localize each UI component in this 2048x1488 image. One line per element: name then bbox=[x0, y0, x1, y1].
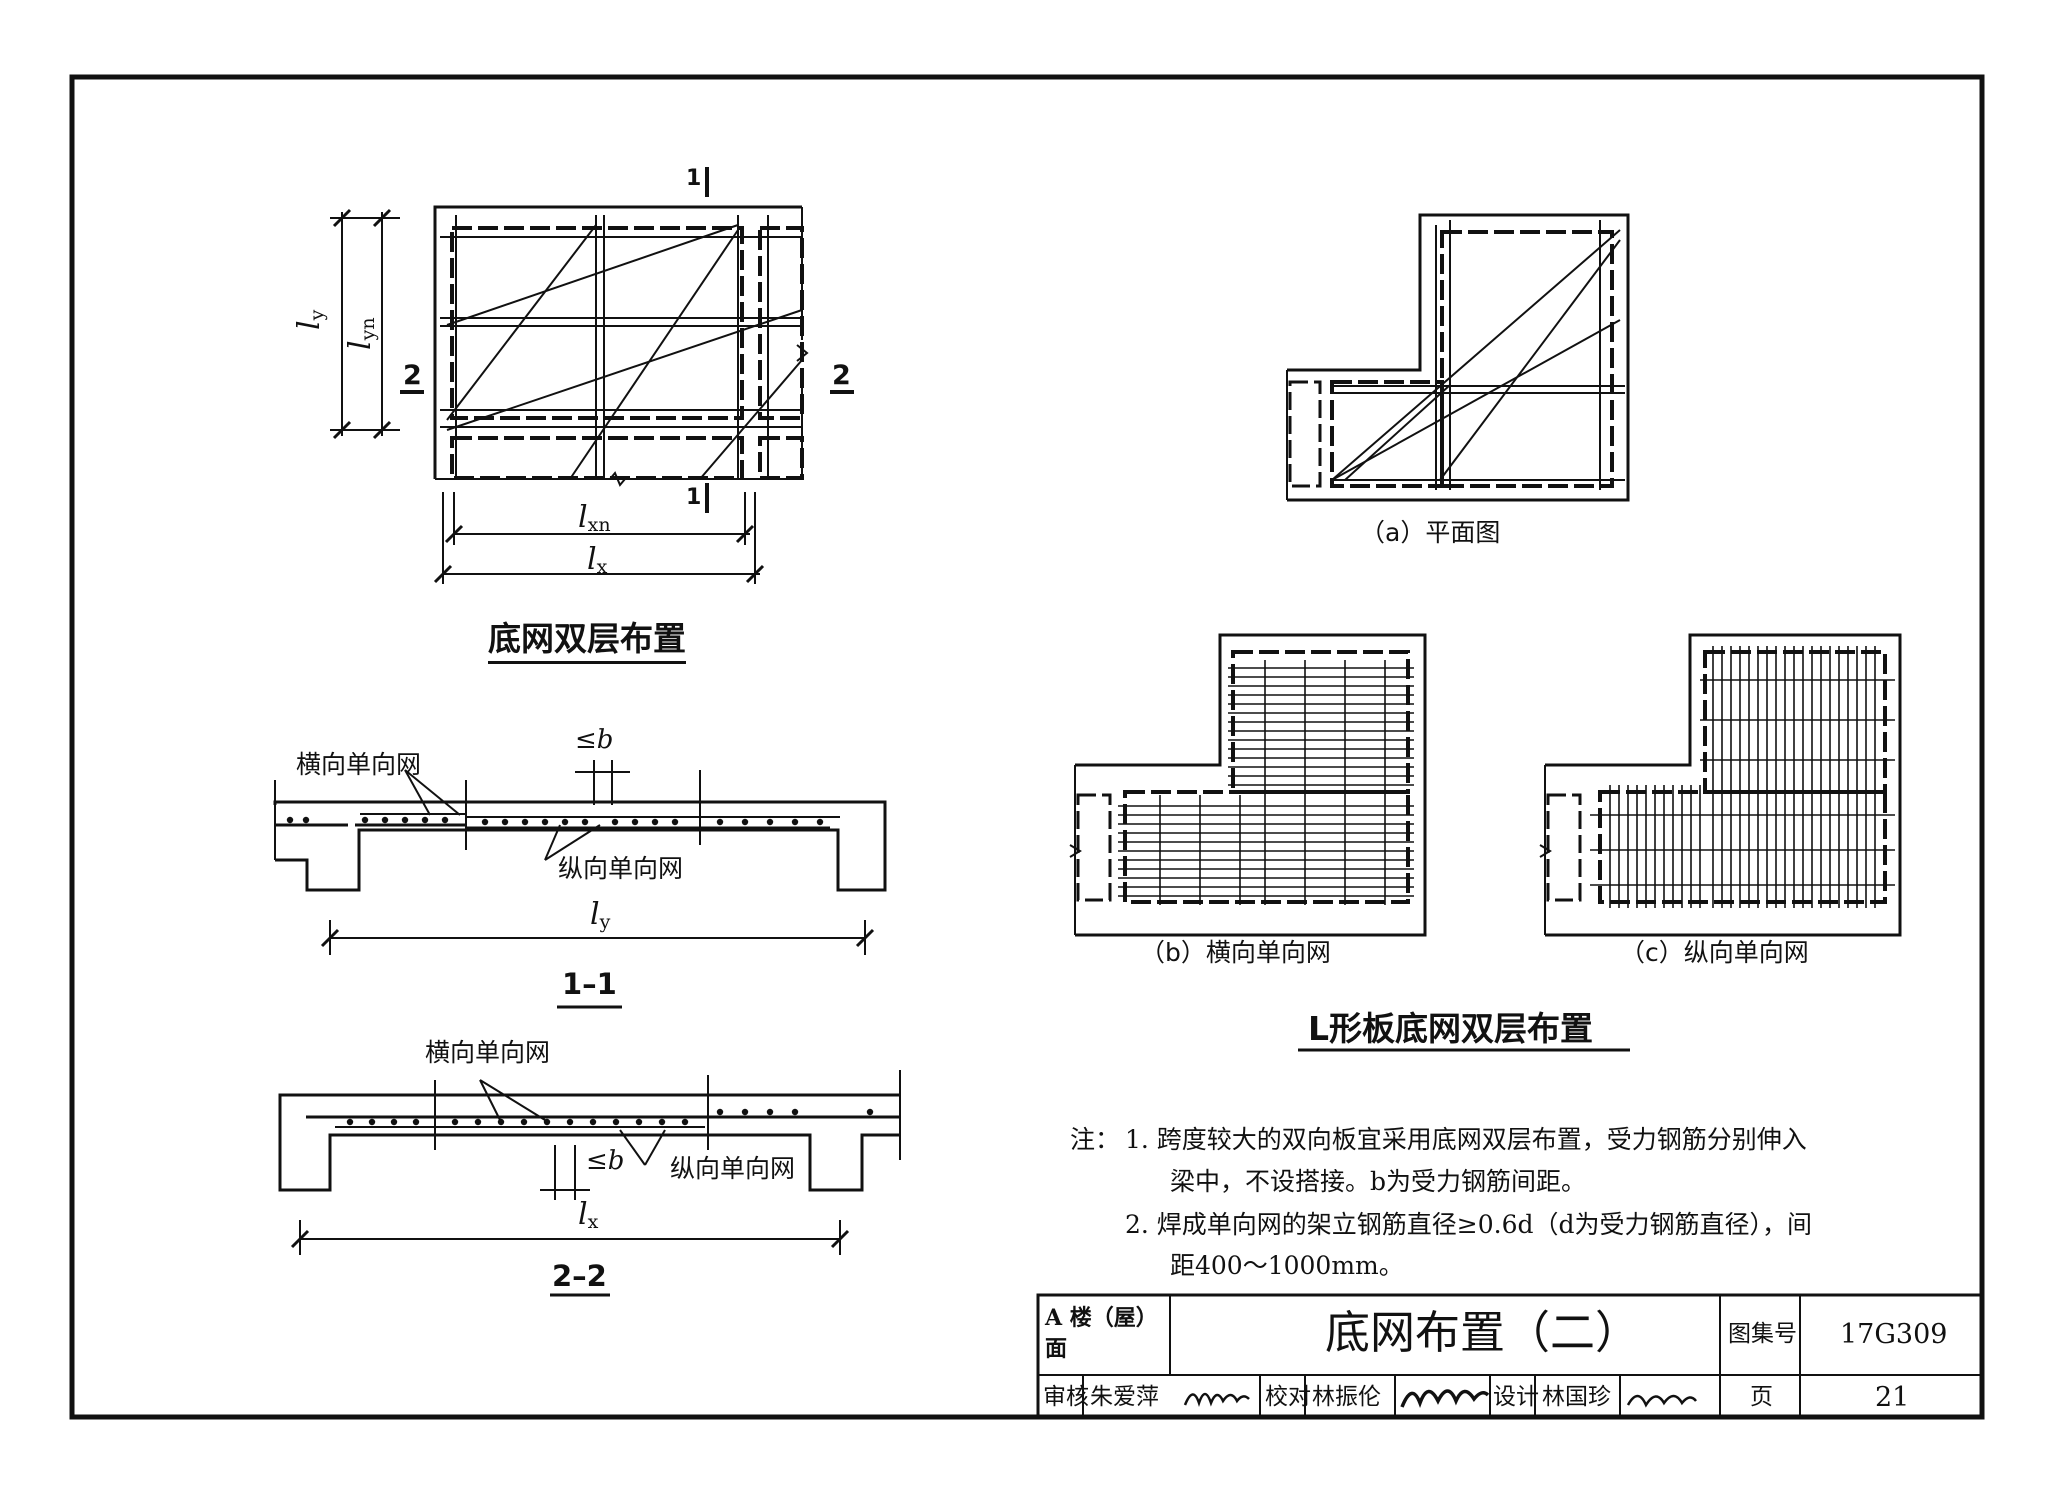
note-1-cont: 梁中，不设搭接。b为受力钢筋间距。 bbox=[1170, 1167, 1587, 1196]
dim-lx: lx bbox=[587, 542, 608, 578]
tb-category-1: A 楼（屋） bbox=[1045, 1305, 1158, 1331]
section-2-rebar-dots bbox=[346, 1108, 874, 1126]
note-2-cont: 距400～1000mm。 bbox=[1170, 1251, 1404, 1280]
section-2-label-longitudinal: 纵向单向网 bbox=[670, 1154, 796, 1183]
tb-checker: 林振伦 bbox=[1312, 1384, 1381, 1410]
l-slab-plan-a bbox=[1286, 213, 1630, 502]
section-1-label-longitudinal: 纵向单向网 bbox=[558, 854, 684, 883]
plan-top-drawing bbox=[330, 167, 854, 584]
tb-designer: 林国珍 bbox=[1542, 1384, 1611, 1410]
section-1-label-transverse: 横向单向网 bbox=[296, 750, 422, 779]
longitudinal-bars-c bbox=[1590, 646, 1895, 908]
tb-reviewer: 朱爱萍 bbox=[1090, 1384, 1159, 1410]
section-2-drawing bbox=[278, 1070, 901, 1297]
dim-ly: ly bbox=[292, 309, 328, 330]
transverse-bars-b bbox=[1118, 660, 1414, 905]
dim-lxn: lxn bbox=[578, 500, 611, 536]
tb-check-label: 校对 bbox=[1265, 1384, 1311, 1410]
section-2-dim-lx: lx bbox=[578, 1197, 599, 1233]
l-slab-plan-c bbox=[1298, 633, 1902, 1052]
l-slab-plan-b bbox=[1069, 633, 1427, 937]
section-1-rebar-dots bbox=[286, 816, 824, 826]
section-mark-1-top: 1 bbox=[686, 166, 702, 191]
signatures bbox=[1183, 1389, 1697, 1409]
l-slab-title: L形板底网双层布置 bbox=[1308, 1009, 1594, 1048]
tb-page-no: 21 bbox=[1875, 1382, 1910, 1413]
section-mark-2-left: 2 bbox=[403, 360, 422, 391]
notes-prefix: 注： bbox=[1070, 1125, 1121, 1154]
section-2-label-transverse: 横向单向网 bbox=[425, 1038, 551, 1067]
section-1-dim-ly: ly bbox=[590, 897, 611, 933]
note-2: 2. 焊成单向网的架立钢筋直径≥0.6d（d为受力钢筋直径），间 bbox=[1125, 1210, 1813, 1239]
section-mark-2-right: 2 bbox=[832, 360, 851, 391]
tb-drawing-title: 底网布置（二） bbox=[1325, 1306, 1641, 1359]
caption-a: （a）平面图 bbox=[1360, 518, 1501, 547]
tb-design-label: 设计 bbox=[1493, 1384, 1539, 1410]
tb-category-2: 面 bbox=[1045, 1336, 1068, 1362]
section-1-title: 1–1 bbox=[562, 967, 617, 1001]
plan-top-title: 底网双层布置 bbox=[488, 622, 686, 664]
section-2-spacing: ≤b bbox=[586, 1146, 625, 1176]
note-1: 1. 跨度较大的双向板宜采用底网双层布置，受力钢筋分别伸入 bbox=[1125, 1125, 1807, 1154]
title-block-lines bbox=[1036, 1293, 1984, 1419]
caption-c: （c）纵向单向网 bbox=[1620, 938, 1809, 967]
caption-b: （b）横向单向网 bbox=[1140, 938, 1331, 967]
tb-atlas-no: 17G309 bbox=[1840, 1319, 1948, 1350]
section-1-spacing: ≤b bbox=[575, 725, 614, 755]
section-1-drawing bbox=[273, 760, 887, 1009]
dim-lyn: lyn bbox=[343, 317, 379, 350]
sheet-border bbox=[69, 74, 1985, 1420]
section-mark-1-bottom: 1 bbox=[686, 485, 702, 510]
section-2-title: 2–2 bbox=[552, 1259, 607, 1293]
tb-review-label: 审核 bbox=[1043, 1384, 1089, 1410]
tb-page-label: 页 bbox=[1750, 1384, 1773, 1410]
tb-atlas-label: 图集号 bbox=[1728, 1321, 1797, 1347]
